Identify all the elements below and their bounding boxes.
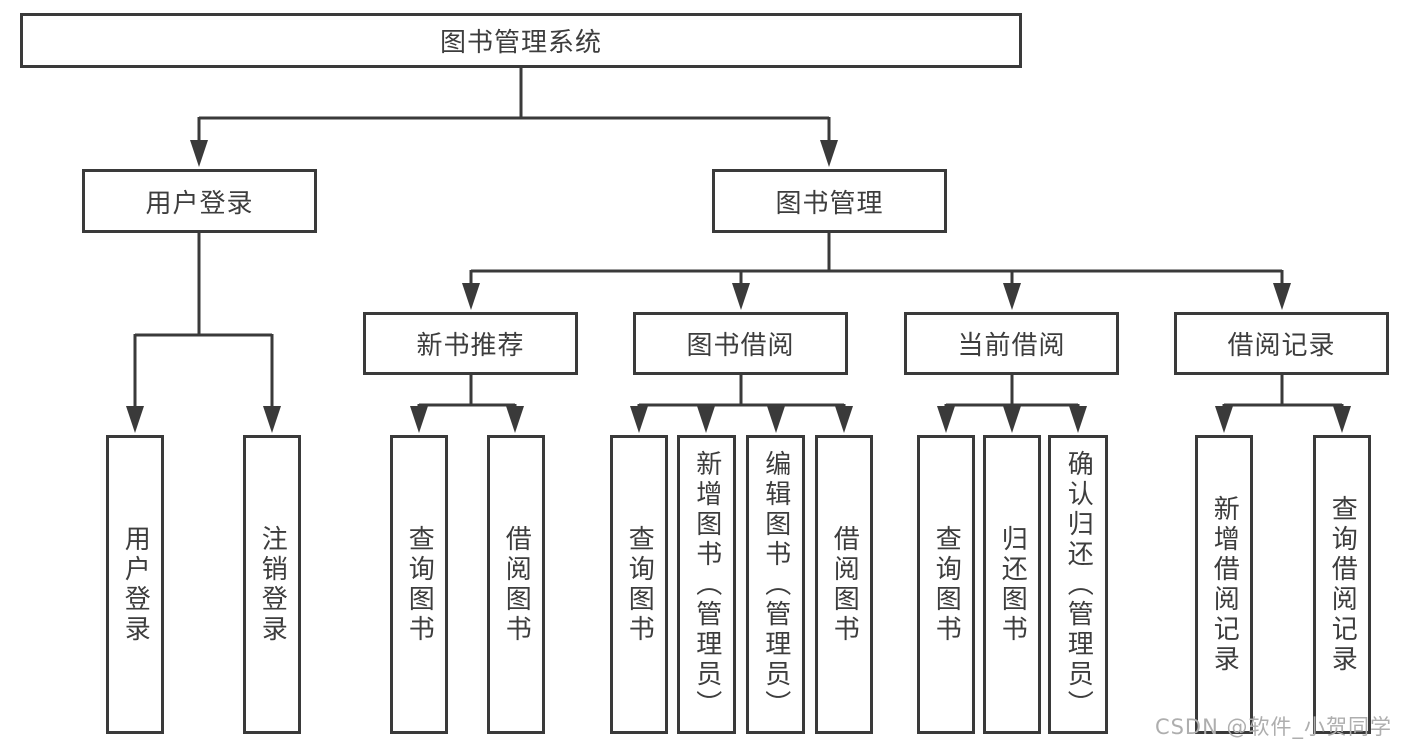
node-label: 新增借阅记录: [1209, 494, 1240, 675]
arrow-icon: [697, 406, 715, 433]
arrow-icon: [1003, 283, 1021, 310]
arrow-icon: [820, 140, 838, 167]
node-library-management-system: 图书管理系统: [20, 13, 1022, 68]
node-label: 查询借阅记录: [1327, 494, 1358, 675]
arrow-icon: [263, 406, 281, 433]
node-label: 当前借阅: [957, 331, 1066, 361]
arrow-icon: [462, 283, 480, 310]
leaf-return-book: 归还图书: [983, 435, 1041, 734]
arrow-icon: [1069, 406, 1087, 433]
node-label: 借阅记录: [1227, 331, 1336, 361]
node-label: 借阅图书: [829, 524, 860, 645]
node-label: 查询图书: [624, 524, 655, 645]
leaf-confirm-return-admin: 确认归还（管理员）: [1048, 435, 1108, 734]
connector-book-borrow: [637, 373, 846, 410]
node-label: 确认归还（管理员）: [1063, 449, 1094, 720]
arrow-icon: [410, 406, 428, 433]
node-label: 图书管理系统: [439, 28, 602, 58]
arrow-icon: [630, 406, 648, 433]
arrow-icon: [126, 406, 144, 433]
arrow-icon: [190, 140, 208, 167]
leaf-edit-book-admin: 编辑图书（管理员）: [746, 435, 805, 734]
connector-arrows: [126, 140, 1351, 433]
arrow-icon: [1003, 406, 1021, 433]
node-borrow-records: 借阅记录: [1174, 312, 1389, 375]
node-user-login: 用户登录: [82, 169, 317, 233]
connector-current-borrow: [944, 373, 1080, 410]
arrow-icon: [506, 406, 524, 433]
node-label: 查询图书: [931, 524, 962, 645]
node-label: 借阅图书: [501, 524, 532, 645]
arrow-icon: [1333, 406, 1351, 433]
node-label: 图书管理: [775, 188, 884, 219]
connector-borrow-records: [1222, 373, 1344, 410]
arrow-icon: [835, 406, 853, 433]
leaf-query-book-recommend: 查询图书: [390, 435, 448, 734]
leaf-borrow-book: 借阅图书: [815, 435, 873, 734]
connector-root: [197, 66, 831, 144]
node-label: 用户登录: [120, 524, 151, 645]
leaf-query-book-borrow: 查询图书: [610, 435, 668, 734]
arrow-icon: [732, 283, 750, 310]
node-label: 查询图书: [404, 524, 435, 645]
arrow-icon: [1273, 283, 1291, 310]
arrow-icon: [1215, 406, 1233, 433]
leaf-query-borrow-record: 查询借阅记录: [1313, 435, 1371, 734]
leaf-user-login: 用户登录: [106, 435, 164, 734]
leaf-add-borrow-record: 新增借阅记录: [1195, 435, 1253, 734]
node-book-borrow: 图书借阅: [633, 312, 848, 375]
connector-user-login: [133, 231, 274, 410]
node-current-borrow: 当前借阅: [904, 312, 1119, 375]
connector-new-book-recommend: [417, 373, 517, 410]
leaf-add-book-admin: 新增图书（管理员）: [677, 435, 736, 734]
node-book-management: 图书管理: [712, 169, 947, 233]
connector-book-management: [469, 231, 1284, 288]
node-label: 新书推荐: [416, 331, 525, 361]
node-label: 编辑图书（管理员）: [760, 449, 791, 720]
node-new-book-recommend: 新书推荐: [363, 312, 578, 375]
node-label: 图书借阅: [686, 331, 795, 361]
node-label: 新增图书（管理员）: [691, 449, 722, 720]
node-label: 用户登录: [145, 188, 254, 219]
leaf-logout: 注销登录: [243, 435, 301, 734]
csdn-watermark: CSDN @软件_小贺同学: [1154, 715, 1392, 739]
arrow-icon: [937, 406, 955, 433]
arrow-icon: [767, 406, 785, 433]
leaf-borrow-book-recommend: 借阅图书: [487, 435, 545, 734]
leaf-query-book-current: 查询图书: [917, 435, 975, 734]
node-label: 归还图书: [997, 524, 1028, 645]
node-label: 注销登录: [257, 524, 288, 645]
